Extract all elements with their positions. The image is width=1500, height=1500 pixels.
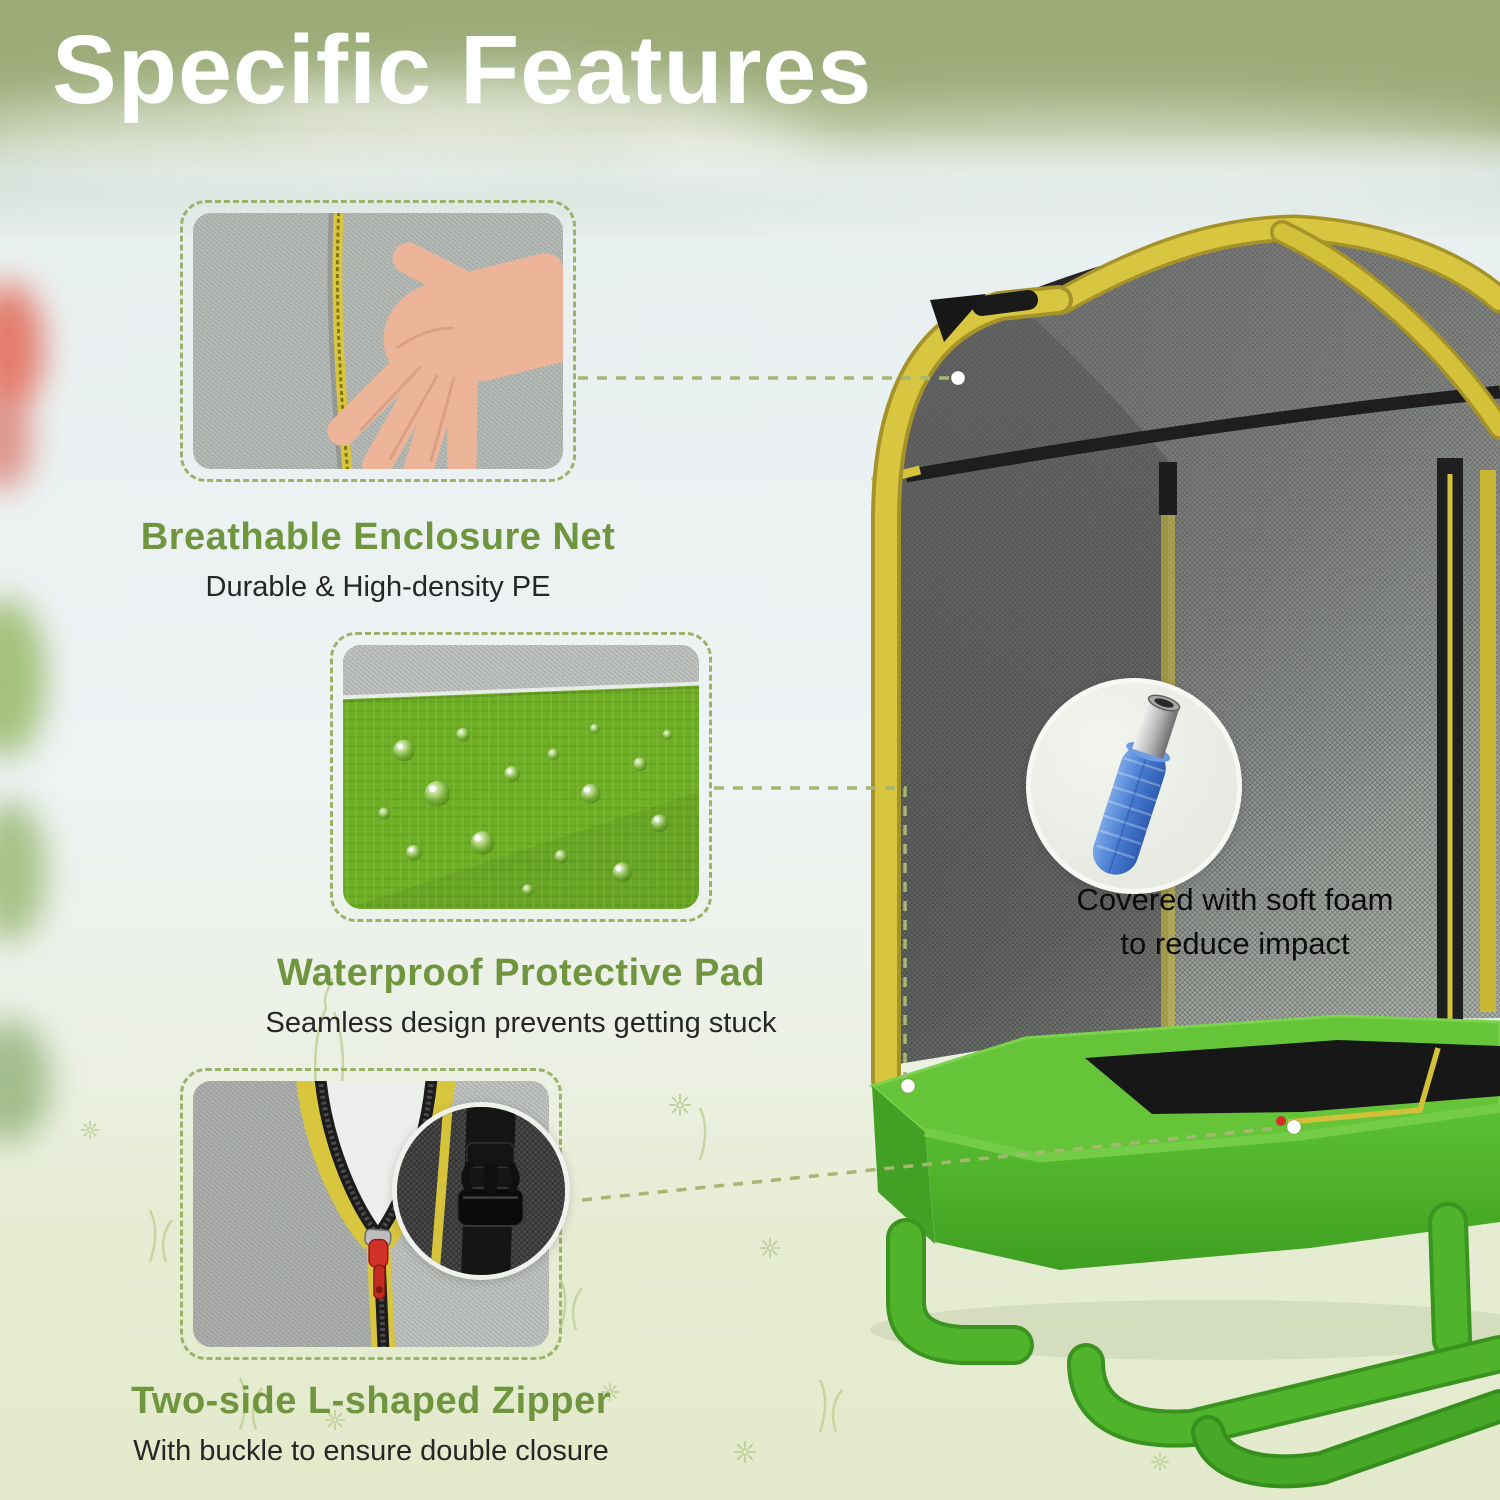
buckle-yellow-strap [430,1107,453,1275]
connector-dot-zipper [1286,1119,1302,1135]
callout-line: Covered with soft foam [1076,882,1394,917]
hand [327,242,563,469]
waterproof-pad-image [343,645,699,909]
feature-text-pad: Waterproof Protective Pad Seamless desig… [221,952,821,1040]
feature-subtitle: Durable & High-density PE [205,571,551,603]
zipper-image [193,1081,549,1347]
page-title: Specific Features [52,15,873,124]
feature-subtitle: With buckle to ensure double closure [133,1435,609,1467]
buckle-image [397,1107,565,1275]
buckle-inset-circle [392,1102,570,1280]
trampoline [868,214,1500,1489]
foam-pole-image [1092,694,1181,875]
zipper-photo [193,1081,549,1347]
metal-tube [1132,698,1180,759]
mesh-hand-image [193,213,563,469]
connector-dots [900,370,1302,1135]
connector-dot-net [950,370,966,386]
zipper-pull-red [1276,1116,1286,1126]
cloud-shape [250,75,750,145]
front-rail [1273,223,1500,437]
callout-connectors [578,376,1279,1202]
feature-subtitle: Seamless design prevents getting stuck [265,1007,777,1039]
feature-card-waterproof-pad [330,632,712,922]
zipper-slider [368,1238,389,1268]
grass-doodles [148,977,843,1433]
water-droplets [378,723,673,896]
feature-card-enclosure-net [180,200,576,482]
leg-rail-back [1195,1393,1500,1485]
net-top-trim [904,385,1500,483]
jumping-mat [1085,1040,1500,1114]
trampoline-base [925,1108,1500,1270]
mesh-strip [343,645,699,698]
zipper-pull [373,1264,386,1300]
feature-text-net: Breathable Enclosure Net Durable & High-… [78,516,678,604]
trampoline-leg-right [1432,1206,1468,1356]
enclosure-net-photo [193,213,563,469]
zipper-tape-left [296,1081,383,1250]
foam-callout-text: Covered with soft foam to reduce impact [1040,878,1430,966]
feature-title: Two-side L-shaped Zipper [131,1380,611,1422]
cloud-shape [620,108,1500,208]
connector-zipper [581,1126,1279,1202]
leg-rail-front [1071,1339,1500,1444]
feature-title: Breathable Enclosure Net [140,516,616,558]
foam-callout-circle [1026,678,1242,894]
connector-dot-pad [900,1078,916,1094]
waterproof-pad-photo [343,645,699,909]
feature-text-zipper: Two-side L-shaped Zipper With buckle to … [71,1380,671,1468]
l-shaped-zipper [1287,1047,1441,1125]
foam-sleeve [1092,745,1166,875]
callout-line: to reduce impact [1120,926,1350,962]
connector-pad [714,786,907,1078]
trampoline-leg-left [890,1222,1030,1361]
feature-title: Waterproof Protective Pad [276,952,766,994]
feature-card-zipper [180,1068,562,1360]
